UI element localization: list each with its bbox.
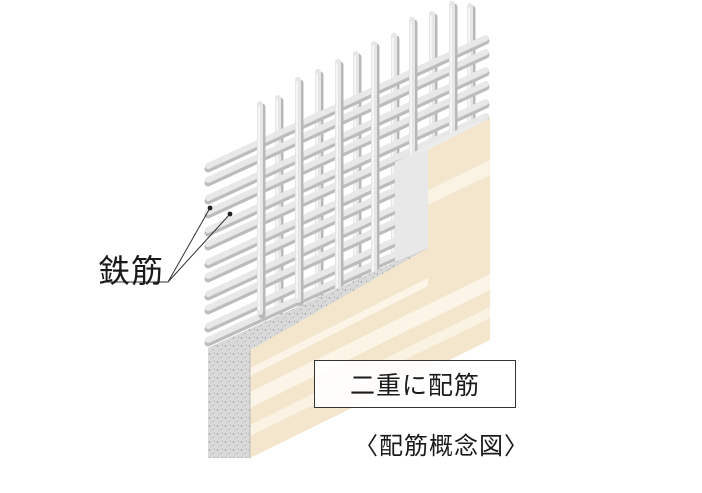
wall-stripe bbox=[250, 278, 428, 376]
horizontal-rebar bbox=[205, 193, 423, 297]
wall-stripe bbox=[428, 160, 490, 205]
horizontal-rebar bbox=[205, 49, 489, 183]
horizontal-rebar bbox=[205, 113, 489, 247]
diagram-caption: 〈配筋概念図〉 bbox=[354, 432, 529, 460]
wall-side-face bbox=[208, 350, 250, 458]
wall-stripe bbox=[250, 274, 490, 408]
horizontal-rebar bbox=[205, 249, 403, 343]
wall-top-strip bbox=[208, 248, 428, 350]
rebar-leader bbox=[100, 205, 233, 283]
horizontal-rebar bbox=[205, 35, 489, 169]
wall-step-top bbox=[395, 118, 490, 162]
double-reinforcement-box: 二重に配筋 bbox=[314, 360, 516, 408]
horizontal-rebar bbox=[205, 67, 489, 201]
horizontal-rebar bbox=[205, 81, 489, 215]
leader-dot-1 bbox=[207, 205, 213, 211]
horizontal-rebar bbox=[205, 207, 423, 311]
wall-step-edge bbox=[395, 150, 428, 262]
double-reinforcement-label: 二重に配筋 bbox=[349, 371, 480, 400]
horizontal-rebar bbox=[205, 99, 489, 233]
leader-line-2 bbox=[167, 213, 231, 283]
horizontal-rebar bbox=[205, 235, 403, 329]
rebar-front-layer bbox=[257, 1, 458, 319]
leader-dot-2 bbox=[227, 211, 233, 217]
rebar-label: 鉄筋 bbox=[98, 252, 165, 290]
